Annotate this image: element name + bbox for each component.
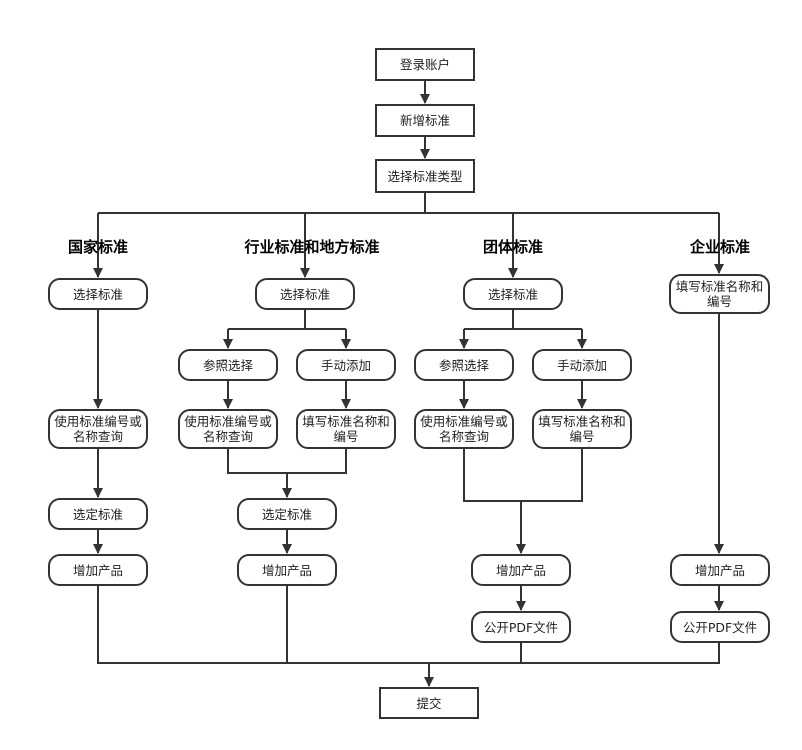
industry-fill: 填写标准名称和编号 <box>296 409 396 449</box>
industry-selected: 选定标准 <box>237 498 337 530</box>
heading-industry: 行业标准和地方标准 <box>244 238 380 256</box>
group-fill: 填写标准名称和编号 <box>532 409 632 449</box>
national-add-product: 增加产品 <box>48 554 148 586</box>
heading-group: 团体标准 <box>482 238 544 256</box>
national-select: 选择标准 <box>48 278 148 310</box>
enterprise-fill: 填写标准名称和编号 <box>669 274 770 314</box>
login-step: 登录账户 <box>375 48 475 81</box>
national-query: 使用标准编号或名称查询 <box>48 409 148 449</box>
group-manual: 手动添加 <box>532 349 632 381</box>
industry-add-product: 增加产品 <box>237 554 337 586</box>
choose-type-step: 选择标准类型 <box>375 159 475 193</box>
industry-manual: 手动添加 <box>296 349 396 381</box>
group-select: 选择标准 <box>463 278 563 310</box>
industry-reference: 参照选择 <box>178 349 278 381</box>
enterprise-publish-pdf: 公开PDF文件 <box>670 611 770 643</box>
national-selected: 选定标准 <box>48 498 148 530</box>
submit-step: 提交 <box>379 687 479 719</box>
group-query: 使用标准编号或名称查询 <box>414 409 514 449</box>
heading-enterprise: 企业标准 <box>689 238 751 256</box>
enterprise-add-product: 增加产品 <box>670 554 770 586</box>
group-add-product: 增加产品 <box>471 554 571 586</box>
add-standard-step: 新增标准 <box>375 104 475 137</box>
industry-query: 使用标准编号或名称查询 <box>178 409 278 449</box>
group-reference: 参照选择 <box>414 349 514 381</box>
industry-select: 选择标准 <box>255 278 355 310</box>
heading-national: 国家标准 <box>67 238 129 256</box>
group-publish-pdf: 公开PDF文件 <box>471 611 571 643</box>
